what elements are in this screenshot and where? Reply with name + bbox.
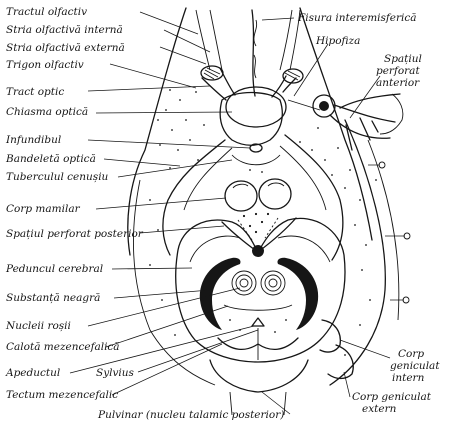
posterior-edge [229, 391, 287, 416]
label-stria-externa: Stria olfactivă externă [6, 42, 125, 54]
left-optic-tract [162, 139, 226, 256]
label-corp-mamilar: Corp mamilar [6, 203, 81, 215]
label-chiasma: Chiasma optică [6, 106, 88, 118]
left-optic-tract-inner [183, 147, 233, 211]
left-optic-stump [200, 65, 224, 81]
right-optic-stump [282, 68, 304, 84]
right-peduncle-inner [277, 235, 331, 263]
hypophysis-stalk-line [287, 99, 321, 111]
label-spatiul-posterior: Spațiul perforat posterior [6, 228, 144, 240]
tegmentum-boundary [223, 304, 293, 311]
label-spatiul-anterior-3: anterior [376, 77, 420, 89]
artery-section [312, 94, 336, 118]
pulvinar [209, 359, 309, 393]
label-bandeleta: Bandeletă optică [5, 153, 96, 165]
mammillary-shading [232, 182, 285, 189]
right-temporal-lobe [329, 119, 386, 386]
label-tubercul: Tuberculul cenușiu [6, 171, 109, 183]
artery-branch-outline [379, 93, 404, 135]
label-stria-interna: Stria olfactivă internă [6, 24, 123, 36]
label-geniculat-intern-2: geniculat [390, 360, 440, 372]
left-red-nucleus [231, 270, 257, 296]
leader-lines [69, 11, 391, 415]
medial-geniculate-body [319, 319, 341, 353]
label-hipofiza: Hipofiza [315, 35, 360, 47]
hypophysis [225, 86, 287, 128]
label-geniculat-extern-2: extern [362, 403, 397, 415]
cerebral-aqueduct [251, 317, 265, 327]
left-substantia-nigra [199, 257, 241, 330]
interhemispheric-fissure [251, 9, 256, 97]
left-peduncle-inner [189, 235, 241, 263]
label-spatiul-anterior-2: perforat [376, 65, 420, 77]
perforated-space-dots [237, 217, 279, 241]
label-tectum: Tectum mezencefalic [6, 389, 118, 401]
tuber-cinereum [231, 154, 281, 166]
label-apeduct-2: Sylvius [96, 367, 135, 379]
label-tract-optic: Tract optic [6, 86, 64, 98]
label-spatiul-anterior-1: Spațiul [384, 53, 422, 65]
stipple-right [299, 127, 377, 356]
label-infundibul: Infundibul [5, 134, 61, 146]
stipple-left [149, 89, 205, 336]
label-substanta: Substanță neagră [6, 292, 100, 304]
label-trigon: Trigon olfactiv [6, 59, 84, 71]
left-mammillary-body [224, 180, 258, 212]
left-stump-hatching [203, 67, 221, 80]
label-geniculat-extern-1: Corp geniculat [352, 391, 432, 403]
label-tractul-olfactiv: Tractul olfactiv [6, 6, 87, 18]
right-optic-nerve [271, 75, 297, 98]
label-nuclei: Nucleii roșii [5, 320, 71, 332]
label-calota: Calotă mezencefalică [6, 341, 120, 353]
right-optic-tract-inner [279, 145, 327, 211]
right-red-nucleus [260, 270, 286, 296]
right-cortex-edge [367, 139, 400, 321]
label-peduncul: Peduncul cerebral [5, 263, 103, 275]
label-pulvinar: Pulvinar (nucleu talamic posterior) [97, 409, 284, 421]
label-apeduct-1: Apeductul [5, 367, 60, 379]
right-frontal-lobe [299, 7, 373, 241]
labels: Tractul olfactiv Stria olfactivă internă… [5, 6, 440, 421]
optic-chiasm [219, 91, 283, 146]
cerebral-arteries [329, 93, 401, 151]
stipple-center [229, 169, 287, 333]
right-substantia-nigra [277, 257, 319, 330]
right-stump-hatching [284, 70, 301, 81]
anatomical-drawing [127, 7, 411, 416]
label-geniculat-intern-3: intern [392, 372, 425, 384]
right-pin-markers [368, 161, 411, 304]
left-temporal-lobe [133, 179, 216, 386]
artery-lumen [319, 101, 329, 111]
left-olfactory-tract [195, 9, 223, 71]
label-fisura: Fisura interemisferică [297, 12, 417, 24]
right-optic-tract [284, 134, 344, 261]
right-olfactory-tract [279, 9, 301, 71]
fissure-detail [253, 19, 258, 79]
right-mammillary-body [258, 178, 292, 210]
label-geniculat-intern-1: Corp [398, 348, 424, 360]
left-frontal-lobe [127, 7, 187, 256]
lateral-geniculate-body [327, 344, 354, 380]
